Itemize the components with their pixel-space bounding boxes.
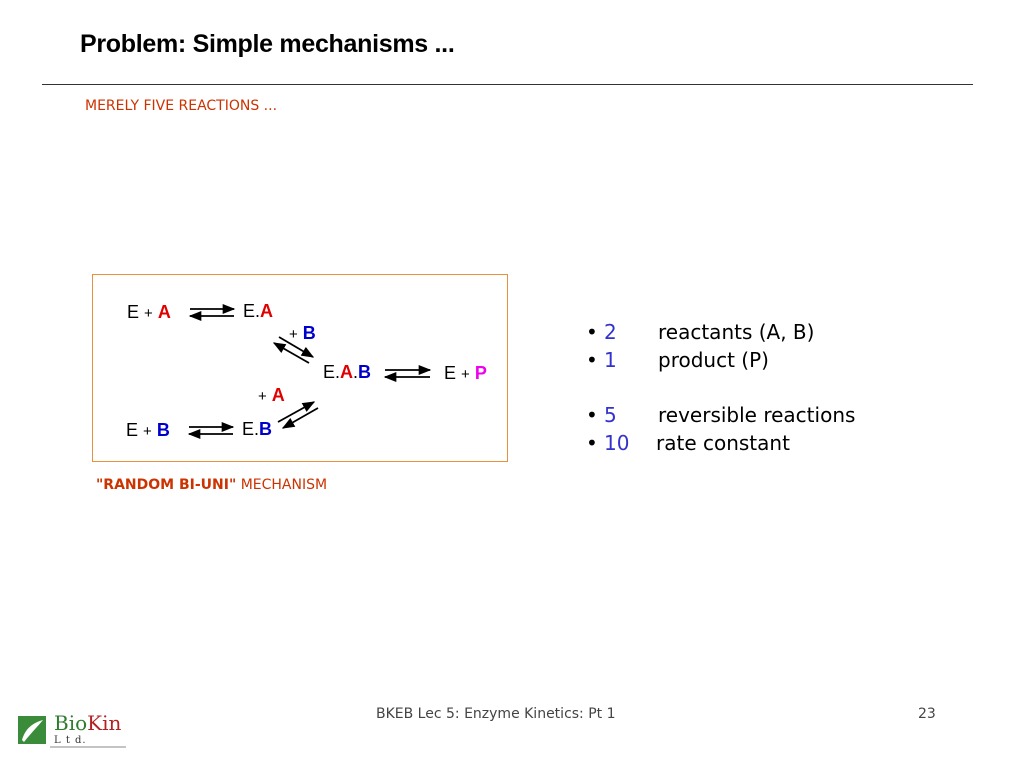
equilibrium-arrow-5	[187, 421, 235, 440]
product-p-label: P	[474, 363, 487, 383]
substrate-a-label: A	[271, 385, 285, 405]
bullet-dot: •	[586, 403, 598, 427]
substrate-a-label: A	[260, 301, 274, 321]
species-e-plus-a: E + A	[127, 302, 171, 323]
species-e-plus-p: E + P	[444, 363, 487, 384]
equilibrium-arrow-2	[272, 336, 315, 364]
plus-sign: +	[289, 326, 298, 343]
complex-ea: E.A	[243, 301, 273, 322]
caption-mechanism-name: "RANDOM BI-UNI"	[96, 477, 237, 493]
title-divider	[42, 84, 973, 85]
bullet-dot: •	[586, 431, 598, 455]
mechanism-box	[92, 274, 508, 462]
logo-wordmark: BioKin	[54, 712, 121, 734]
caption-mechanism-word: MECHANISM	[240, 477, 328, 493]
plus-sign: +	[461, 366, 470, 383]
bullet-dot: •	[586, 320, 598, 344]
complex-dot: .	[353, 362, 359, 382]
substrate-b-label: B	[259, 419, 273, 439]
page-number: 23	[918, 706, 936, 722]
list-item-number: 10	[604, 431, 630, 455]
substrate-b-label: B	[302, 323, 316, 343]
complex-eab: E.A.B	[323, 362, 371, 383]
plus-b: + B	[289, 323, 316, 344]
biokin-logo	[18, 716, 126, 748]
list-item-number: 1	[604, 348, 617, 372]
species-e-plus-b: E + B	[126, 420, 170, 441]
footer-course: BKEB Lec 5: Enzyme Kinetics: Pt 1	[376, 706, 616, 722]
mechanism-caption: "RANDOM BI-UNI" MECHANISM	[96, 477, 327, 493]
list-item-label: reactants (A, B)	[658, 320, 815, 344]
plus-sign: +	[258, 388, 267, 405]
slide-subtitle: MERELY FIVE REACTIONS ...	[85, 98, 278, 114]
logo-name-part1: Bio	[54, 711, 88, 735]
substrate-b-label: B	[156, 420, 170, 440]
enzyme-label: E	[444, 363, 457, 383]
substrate-b-label: B	[358, 362, 372, 382]
substrate-a-label: A	[157, 302, 171, 322]
complex-eb: E.B	[242, 419, 272, 440]
list-item-label: reversible reactions	[658, 403, 856, 427]
plus-sign: +	[143, 423, 152, 440]
complex-prefix: E.	[323, 362, 341, 382]
list-item-number: 2	[604, 320, 617, 344]
equilibrium-arrow-1	[188, 303, 236, 322]
slide-title: Problem: Simple mechanisms ...	[80, 30, 455, 58]
list-item-label: product (P)	[658, 348, 769, 372]
plus-a: + A	[258, 385, 285, 406]
complex-prefix: E.	[242, 419, 260, 439]
logo-suffix: L t d.	[54, 735, 87, 746]
enzyme-label: E	[126, 420, 139, 440]
leaf-icon	[22, 720, 43, 742]
equilibrium-arrow-3	[383, 364, 432, 383]
list-item-label: rate constant	[656, 431, 790, 455]
equilibrium-arrow-4	[277, 401, 319, 429]
enzyme-label: E	[127, 302, 140, 322]
logo-name-part2: Kin	[87, 711, 122, 735]
substrate-a-label: A	[340, 362, 354, 382]
plus-sign: +	[144, 305, 153, 322]
list-item-number: 5	[604, 403, 617, 427]
complex-prefix: E.	[243, 301, 261, 321]
bullet-dot: •	[586, 348, 598, 372]
